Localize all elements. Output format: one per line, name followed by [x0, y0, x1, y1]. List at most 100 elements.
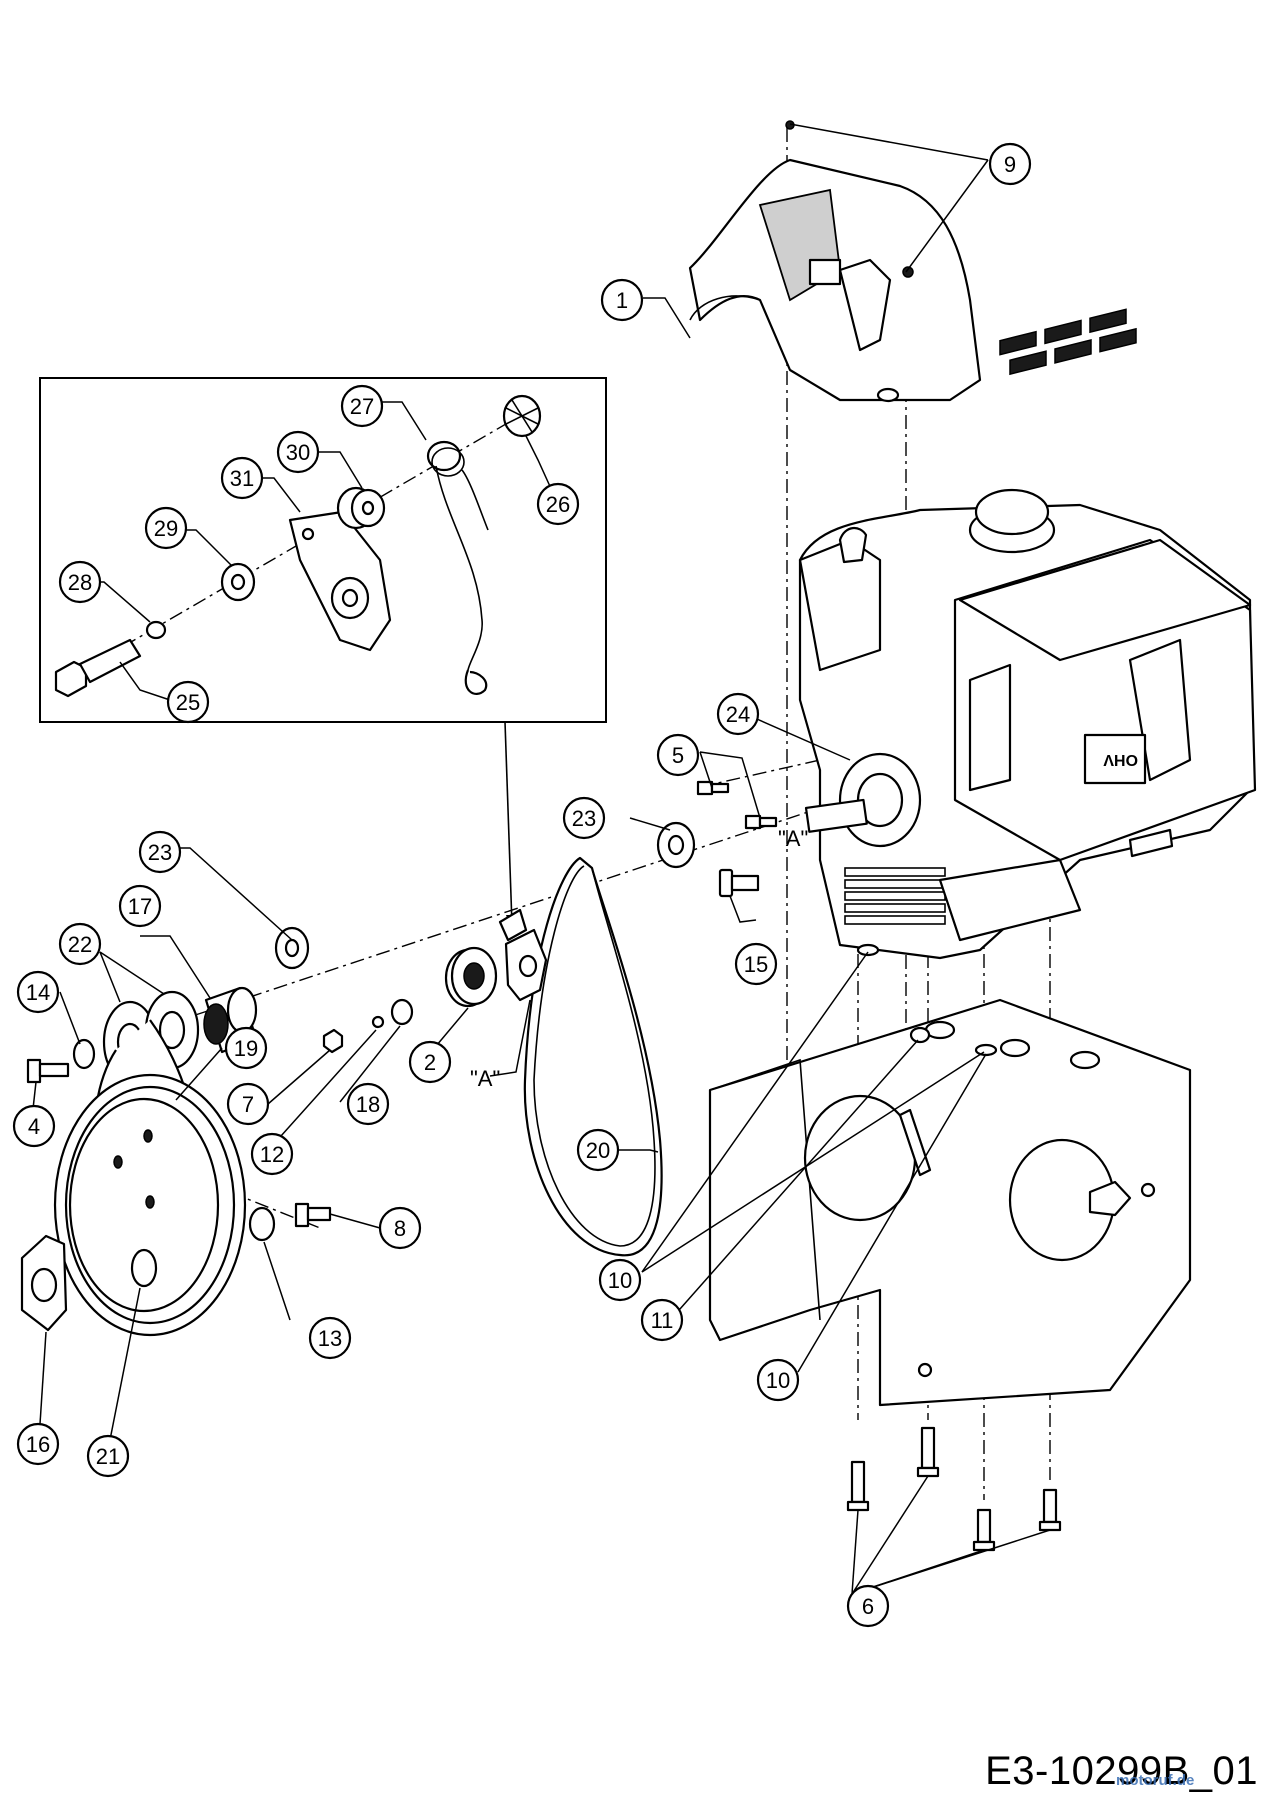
svg-text:10: 10: [608, 1268, 632, 1293]
callout-14: 14: [16, 970, 60, 1014]
callout-7: 7: [226, 1082, 270, 1126]
callout-5: 5: [656, 733, 700, 777]
callout-26: 26: [536, 482, 580, 526]
svg-text:23: 23: [148, 840, 172, 865]
callout-11: 11: [640, 1298, 684, 1342]
svg-text:17: 17: [128, 894, 152, 919]
callout-10-lower: 10: [756, 1358, 800, 1402]
bushing-17-part: [203, 986, 258, 1054]
svg-text:31: 31: [230, 466, 254, 491]
washer-23-shaft-part: [274, 926, 310, 970]
watermark: motoruf.de: [1116, 1772, 1195, 1789]
bolt-25-part: [54, 638, 142, 698]
washer-12-part: [371, 1015, 385, 1029]
svg-text:12: 12: [260, 1142, 284, 1167]
callout-29: 29: [144, 506, 188, 550]
frame-plate-part: [708, 998, 1192, 1407]
view-a-marker-idler: "A": [470, 1066, 500, 1091]
hub-16-part: [20, 1234, 68, 1332]
idler-arm-part: [498, 908, 548, 1002]
svg-text:18: 18: [356, 1092, 380, 1117]
document-code: E3-10299B_01: [985, 1749, 1258, 1793]
idler-pulley-2-part: [444, 946, 498, 1008]
svg-text:1: 1: [616, 288, 628, 313]
svg-text:22: 22: [68, 932, 92, 957]
washer-14-part: [72, 1038, 96, 1070]
center-line-bolt-5: [699, 759, 821, 788]
svg-text:29: 29: [154, 516, 178, 541]
nut-7-part: [322, 1028, 344, 1054]
bolts-6-part: [846, 1426, 1062, 1552]
engine-vent-grille: [999, 308, 1137, 376]
center-line-shaft: [119, 807, 821, 1041]
svg-text:26: 26: [546, 492, 570, 517]
callout-8: 8: [378, 1206, 422, 1250]
washer-10-top-part: [856, 943, 880, 957]
bolt-15-part: [718, 868, 760, 898]
svg-text:30: 30: [286, 440, 310, 465]
svg-text:20: 20: [586, 1138, 610, 1163]
engine-badge-text: OHV: [1103, 751, 1138, 768]
pulley-21-part: [53, 1073, 247, 1337]
callout-4: 4: [12, 1104, 56, 1148]
callout-17: 17: [118, 884, 162, 928]
callout-19: 19: [224, 1026, 268, 1070]
bolts-5-part: [696, 780, 778, 830]
callout-25: 25: [166, 680, 210, 724]
svg-text:25: 25: [176, 690, 200, 715]
arm-31-part: [288, 510, 392, 652]
callout-1: 1: [600, 278, 644, 322]
svg-text:24: 24: [726, 702, 750, 727]
leader-lines: [31, 123, 1051, 1595]
svg-text:15: 15: [744, 952, 768, 977]
svg-text:7: 7: [242, 1092, 254, 1117]
svg-text:11: 11: [651, 1308, 674, 1333]
callout-6: 6: [846, 1584, 890, 1628]
washer-10-lower-part: [974, 1043, 998, 1057]
callout-13: 13: [308, 1316, 352, 1360]
callout-2: 2: [408, 1040, 452, 1084]
callout-20: 20: [576, 1128, 620, 1172]
belt-20-part: [523, 856, 663, 1257]
fitting-26-part: [502, 394, 542, 438]
lock-washer-28-part: [145, 620, 167, 640]
svg-text:2: 2: [424, 1050, 436, 1075]
callout-30: 30: [276, 430, 320, 474]
spring-27-part: [426, 440, 489, 695]
callout-28: 28: [58, 560, 102, 604]
washer-29-part: [220, 562, 256, 602]
callout-22: 22: [58, 922, 102, 966]
callout-23-engine: 23: [562, 796, 606, 840]
svg-text:5: 5: [672, 743, 684, 768]
callout-23-shaft: 23: [138, 830, 182, 874]
bolt-4-part: [26, 1058, 70, 1084]
spacer-18-part: [390, 998, 414, 1026]
svg-text:4: 4: [28, 1114, 40, 1139]
inset-pointer-line: [504, 721, 513, 926]
callout-10-upper: 10: [598, 1258, 642, 1302]
svg-text:21: 21: [96, 1444, 120, 1469]
svg-text:6: 6: [862, 1594, 874, 1619]
svg-text:10: 10: [766, 1368, 790, 1393]
spacer-30-part: [336, 486, 386, 530]
svg-text:8: 8: [394, 1216, 406, 1241]
engine-part: OHV: [798, 308, 1257, 960]
detail-inset-box: [39, 377, 607, 723]
plug-11-part: [909, 1026, 931, 1044]
svg-text:16: 16: [26, 1432, 50, 1457]
callout-9: 9: [988, 142, 1032, 186]
callout-16: 16: [16, 1422, 60, 1466]
svg-text:13: 13: [318, 1326, 342, 1351]
top-cover-part: [688, 158, 982, 403]
view-a-marker-engine: "A": [778, 826, 808, 851]
callout-27: 27: [340, 384, 384, 428]
svg-text:19: 19: [234, 1036, 258, 1061]
callout-12: 12: [250, 1132, 294, 1176]
callout-31: 31: [220, 456, 264, 500]
svg-text:28: 28: [68, 570, 92, 595]
svg-text:23: 23: [572, 806, 596, 831]
washer-23-engine-part: [656, 821, 696, 869]
svg-text:27: 27: [350, 394, 374, 419]
bolt-8-part: [294, 1202, 332, 1228]
